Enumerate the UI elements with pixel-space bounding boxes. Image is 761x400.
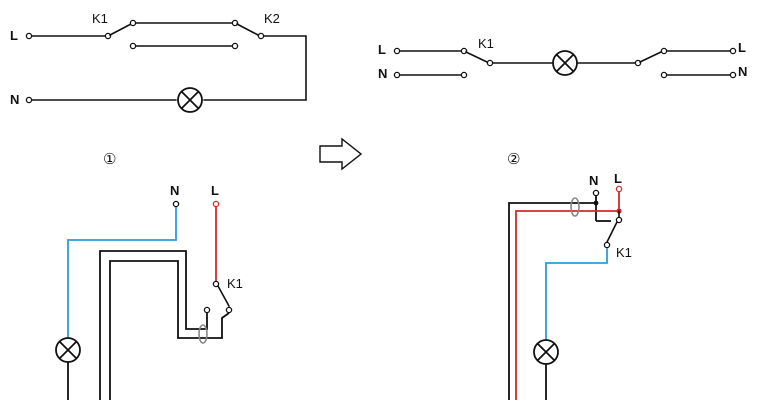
section-number-1: ①: [103, 150, 116, 168]
lamp-icon: [552, 50, 578, 76]
label-N: N: [10, 92, 19, 107]
terminal: [660, 71, 668, 79]
label-L: L: [211, 183, 219, 198]
terminal: [104, 32, 112, 40]
label-L: L: [614, 171, 622, 186]
label-K1: K1: [92, 11, 108, 26]
label-N-right: N: [738, 64, 747, 79]
label-L-left: L: [378, 42, 386, 57]
terminal: [460, 71, 468, 79]
wire-clamp-icon: [570, 197, 580, 217]
terminal: [729, 47, 737, 55]
label-K1: K1: [478, 36, 494, 51]
lamp-icon: [55, 337, 81, 363]
schematic-converted: L N K1 L N: [378, 36, 747, 81]
terminal: [129, 19, 137, 27]
terminal: [25, 96, 33, 104]
terminal-L: [615, 185, 623, 193]
label-L: L: [10, 28, 18, 43]
lamp-icon: [177, 87, 203, 113]
section-number-2: ②: [507, 150, 520, 168]
terminal: [225, 306, 233, 314]
label-K1: K1: [616, 245, 632, 260]
terminal: [212, 280, 220, 288]
schematic-two-way-switch: L N K1 K2: [10, 11, 307, 113]
terminal: [25, 32, 33, 40]
label-N: N: [589, 173, 598, 188]
wiring-diagram-2: N L K1: [508, 171, 632, 400]
terminal: [615, 216, 623, 224]
terminal: [231, 19, 239, 27]
label-L-right: L: [738, 40, 746, 55]
terminal: [460, 47, 468, 55]
label-N: N: [170, 183, 179, 198]
terminal: [203, 306, 211, 314]
arrow-right-icon: [319, 137, 363, 171]
label-K2: K2: [264, 11, 280, 26]
terminal: [393, 47, 401, 55]
terminal: [257, 32, 265, 40]
wire-clamp-icon: [198, 324, 208, 344]
terminal: [486, 59, 494, 67]
terminal-N: [172, 200, 180, 208]
terminal-N: [592, 189, 600, 197]
terminal: [129, 42, 137, 50]
wiring-diagram-1: N L K1: [55, 183, 243, 400]
terminal: [729, 71, 737, 79]
lamp-icon: [533, 339, 559, 365]
terminal: [393, 71, 401, 79]
terminal: [660, 47, 668, 55]
label-K1: K1: [227, 276, 243, 291]
label-N-left: N: [378, 66, 387, 81]
terminal: [231, 42, 239, 50]
terminal-L: [212, 200, 220, 208]
terminal: [634, 59, 642, 67]
terminal: [603, 241, 611, 249]
